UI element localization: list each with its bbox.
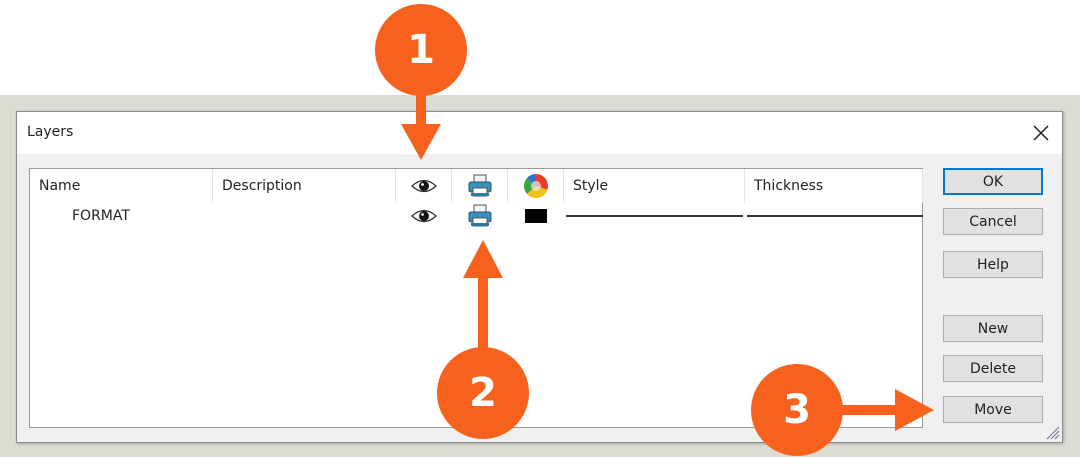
column-header-visible[interactable] [396, 169, 452, 203]
eye-icon [411, 209, 437, 223]
annotation-badge-3: 3 [751, 364, 843, 456]
color-wheel-icon [523, 173, 548, 199]
visibility-toggle[interactable] [396, 203, 452, 229]
printer-icon [468, 204, 492, 227]
style-line-sample[interactable] [566, 215, 743, 217]
column-header-style[interactable]: Style [564, 169, 745, 203]
new-button[interactable]: New [943, 315, 1043, 342]
column-header-thickness[interactable]: Thickness [745, 169, 923, 203]
resize-grip-icon[interactable] [1044, 424, 1060, 440]
move-button[interactable]: Move [943, 396, 1043, 423]
thickness-line-sample[interactable] [747, 215, 923, 217]
column-header-name[interactable]: Name [30, 169, 213, 203]
help-button[interactable]: Help [943, 251, 1043, 278]
column-header-color[interactable] [508, 169, 564, 203]
column-label: Description [222, 178, 302, 194]
table-row[interactable]: FORMAT [30, 203, 923, 229]
annotation-arrow-right-icon [835, 389, 934, 431]
close-icon [1033, 125, 1049, 141]
title-bar: Layers [17, 112, 1062, 154]
annotation-arrow-up-icon [463, 240, 503, 358]
layer-name: FORMAT [72, 208, 130, 224]
eye-icon [410, 179, 437, 193]
print-toggle[interactable] [452, 203, 508, 229]
column-header-print[interactable] [452, 169, 508, 203]
color-swatch[interactable] [508, 203, 564, 229]
dialog-title: Layers [27, 124, 74, 140]
close-button[interactable] [1028, 120, 1054, 146]
column-header-description[interactable]: Description [213, 169, 396, 203]
delete-button[interactable]: Delete [943, 355, 1043, 382]
column-label: Name [39, 178, 81, 194]
annotation-badge-1: 1 [375, 4, 467, 96]
ok-button[interactable]: OK [943, 168, 1043, 195]
column-label: Thickness [754, 178, 824, 194]
annotation-badge-2: 2 [437, 347, 529, 439]
column-label: Style [573, 178, 609, 194]
cancel-button[interactable]: Cancel [943, 208, 1043, 235]
color-swatch-black [525, 209, 547, 223]
annotation-arrow-down-icon [401, 90, 441, 160]
printer-icon [468, 174, 491, 197]
